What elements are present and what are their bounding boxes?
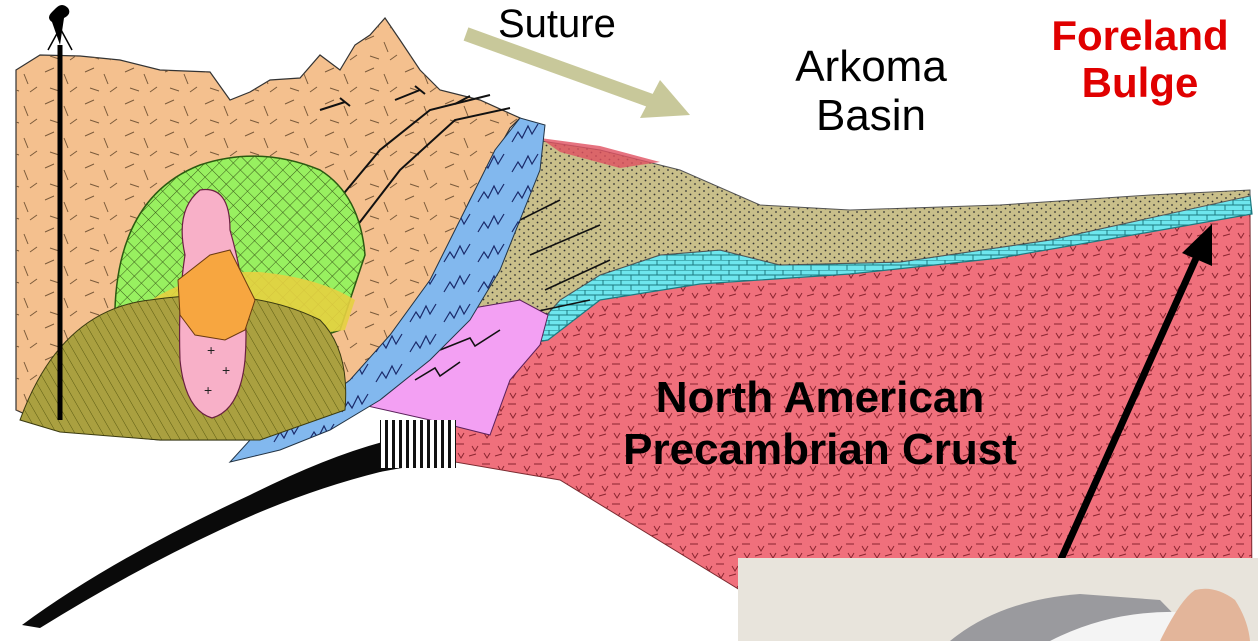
oil-derrick-icon: [48, 5, 72, 50]
foreland-bulge-label: Foreland Bulge: [1010, 12, 1258, 106]
arkoma-basin-label: Arkoma Basin: [756, 42, 986, 141]
suture-label: Suture: [498, 2, 616, 47]
striped-zone: [380, 420, 456, 468]
photo-inset: [738, 558, 1258, 641]
crust-label: North American Precambrian Crust: [520, 372, 1120, 476]
svg-text:+: +: [204, 382, 212, 398]
svg-text:+: +: [207, 342, 215, 358]
svg-text:+: +: [222, 362, 230, 378]
